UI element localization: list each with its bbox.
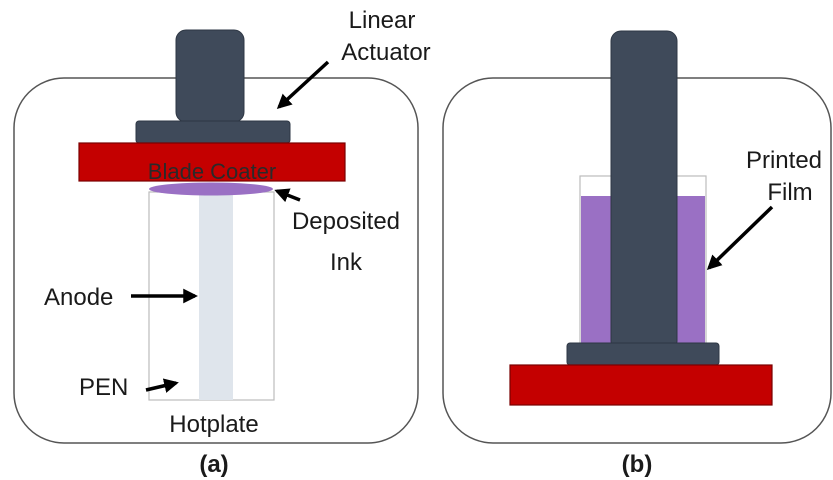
deposited-ink-label-line2: Ink <box>330 249 363 276</box>
actuator-base-b <box>566 342 720 366</box>
blade-coater-b <box>509 364 773 406</box>
blade-coater <box>78 142 346 182</box>
printed-film-label-line2: Film <box>767 179 812 206</box>
deposited-ink-label-line1: Deposited <box>292 208 400 235</box>
anode-label: Anode <box>44 284 113 311</box>
linear-actuator-a <box>175 29 245 123</box>
deposited-ink-arrow <box>274 188 301 203</box>
anode-strip <box>199 192 233 400</box>
linear-actuator-arrow <box>276 60 330 109</box>
actuator-base-a <box>135 120 291 144</box>
panel-b-caption: (b) <box>622 451 653 478</box>
pen-arrow <box>145 378 179 393</box>
linear-actuator-label-line2: Actuator <box>341 39 430 66</box>
linear-actuator-b <box>610 30 678 352</box>
printed-film-arrow <box>706 205 774 271</box>
hotplate-label: Hotplate <box>169 411 258 438</box>
panel-a: Blade Coater Linear Actuator Deposited I… <box>13 7 431 478</box>
deposited-ink <box>149 182 273 196</box>
panel-b: Printed Film (b) <box>442 30 832 478</box>
printed-film-label-line1: Printed <box>746 147 822 174</box>
blade-coater-label: Blade Coater <box>148 159 276 184</box>
linear-actuator-label-line1: Linear <box>349 7 416 34</box>
pen-label: PEN <box>79 374 128 401</box>
panel-a-caption: (a) <box>199 451 228 478</box>
